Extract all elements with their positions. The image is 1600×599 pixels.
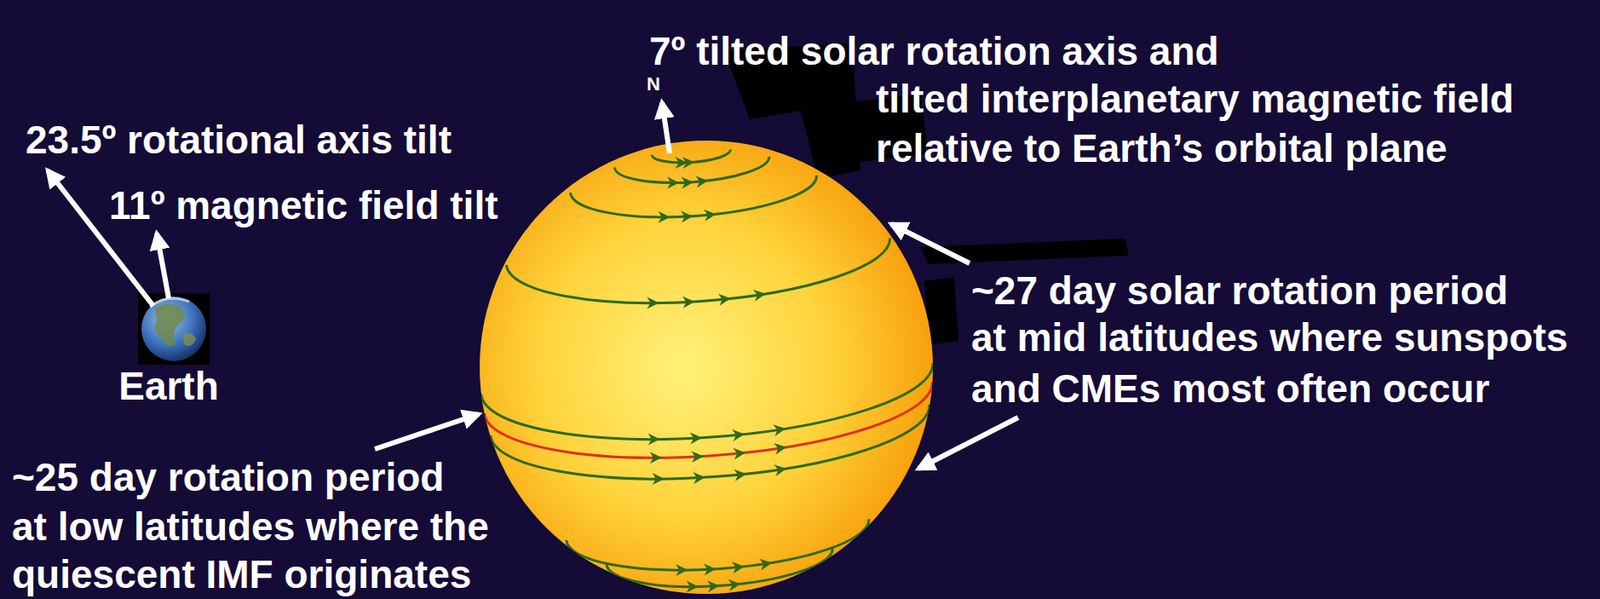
field-arrow (718, 292, 731, 306)
field-arrow (658, 211, 671, 224)
field-arrow (734, 467, 748, 481)
field-arrow (703, 207, 717, 221)
axis-note: relative to Earth’s orbital plane (875, 128, 1448, 168)
field-arrow (648, 432, 661, 445)
field-arrow (667, 176, 680, 189)
field-arrow (731, 560, 745, 574)
field-arrow (686, 581, 699, 593)
field-arrow (772, 422, 787, 437)
rotation-note: ~25 day rotation period (11, 457, 444, 497)
field-arrow (675, 564, 688, 576)
tilt-label: 23.5º rotational axis tilt (25, 120, 452, 160)
rotation-note: and CMEs most often occur (971, 368, 1490, 409)
field-arrow (652, 472, 665, 485)
field-lines (465, 136, 948, 599)
field-arrow (680, 210, 694, 224)
rotation-note: at low latitudes where the (11, 506, 490, 547)
field-arrow (753, 287, 767, 302)
field-line (566, 518, 872, 580)
rotation-note: at mid latitudes where sunspots (971, 317, 1568, 357)
field-arrow (650, 451, 662, 464)
rotation-note: quiescent IMF originates (11, 554, 472, 594)
field-arrow (732, 446, 746, 460)
field-arrow (695, 174, 708, 188)
field-arrow (703, 563, 717, 576)
tilt-label: 11º magnetic field tilt (109, 185, 498, 225)
field-arrow (707, 580, 720, 593)
field-line (606, 548, 835, 594)
axis-note: 7º tilted solar rotation axis and (649, 31, 1220, 71)
field-arrow (682, 295, 696, 309)
field-arrow (731, 428, 745, 442)
axis-note: tilted interplanetary magnetic field (875, 79, 1514, 119)
planet-label: Earth (83, 366, 254, 406)
field-arrow (682, 155, 696, 169)
field-line (484, 381, 937, 472)
field-arrow (773, 462, 788, 477)
sun (465, 136, 948, 599)
field-arrow (773, 441, 788, 455)
field-line (569, 175, 819, 225)
field-line (490, 404, 934, 493)
field-arrow (759, 557, 773, 571)
field-arrow (690, 449, 704, 463)
field-line (481, 362, 938, 454)
field-arrow (690, 431, 703, 445)
field-arrow (681, 176, 695, 190)
field-line (614, 156, 771, 188)
field-arrow (728, 577, 742, 591)
field-arrow (646, 296, 659, 309)
north-marker: N (644, 74, 662, 94)
field-line (506, 237, 893, 315)
rotation-note: ~27 day solar rotation period (971, 270, 1508, 311)
field-arrow (692, 471, 706, 484)
